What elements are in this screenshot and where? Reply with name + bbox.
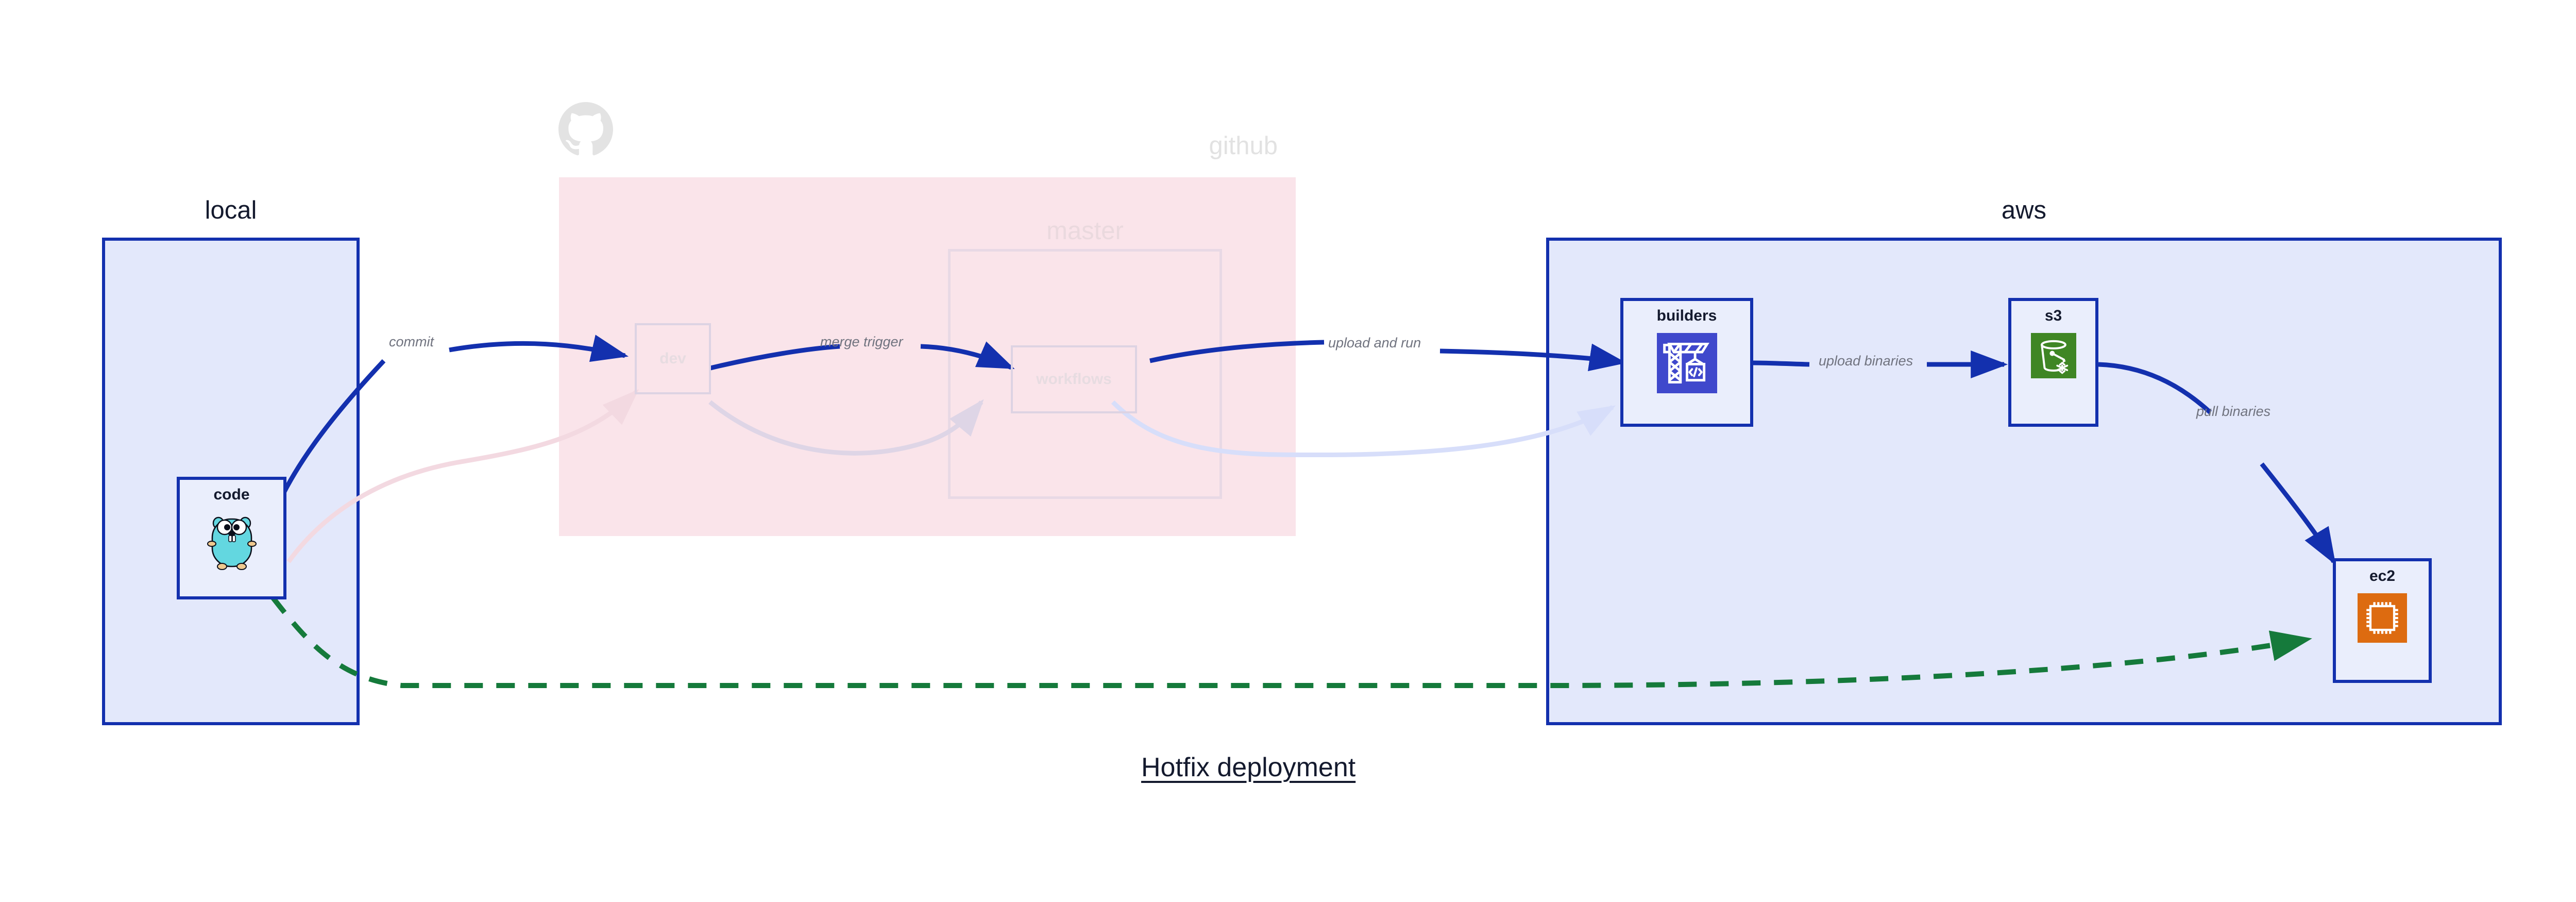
edge-label-merge-trigger: merge trigger (820, 334, 903, 349)
github-octocat-icon (558, 102, 614, 157)
group-title-master: master (1046, 217, 1124, 245)
group-title-github: github (1209, 132, 1278, 160)
node-s3[interactable]: s3 (2008, 298, 2098, 427)
node-ec2[interactable]: ec2 (2333, 558, 2432, 683)
aws-ec2-chip-icon (2358, 593, 2407, 645)
node-workflows-label: workflows (1036, 371, 1112, 388)
node-ec2-label: ec2 (2369, 567, 2396, 584)
node-dev-label: dev (659, 350, 686, 367)
node-dev[interactable]: dev (635, 323, 711, 394)
diagram-title: Hotfix deployment (1141, 753, 1356, 782)
group-title-local: local (205, 196, 257, 224)
group-master (948, 249, 1222, 499)
node-builders[interactable]: builders (1620, 298, 1753, 427)
node-builders-label: builders (1656, 307, 1717, 324)
edge-label-pull-binaries: pull binaries (2196, 404, 2271, 419)
edge-label-upload-binaries: upload binaries (1819, 353, 1913, 369)
go-gopher-icon (205, 512, 259, 574)
group-title-aws: aws (2001, 196, 2047, 224)
node-code[interactable]: code (177, 477, 286, 599)
node-workflows[interactable]: workflows (1011, 345, 1137, 413)
edge-label-commit: commit (389, 334, 434, 349)
aws-codebuild-icon (1656, 333, 1717, 396)
node-code-label: code (213, 486, 250, 503)
aws-s3-bucket-icon (2030, 333, 2076, 381)
edge-label-upload-and-run: upload and run (1328, 335, 1421, 350)
node-s3-label: s3 (2044, 307, 2062, 324)
